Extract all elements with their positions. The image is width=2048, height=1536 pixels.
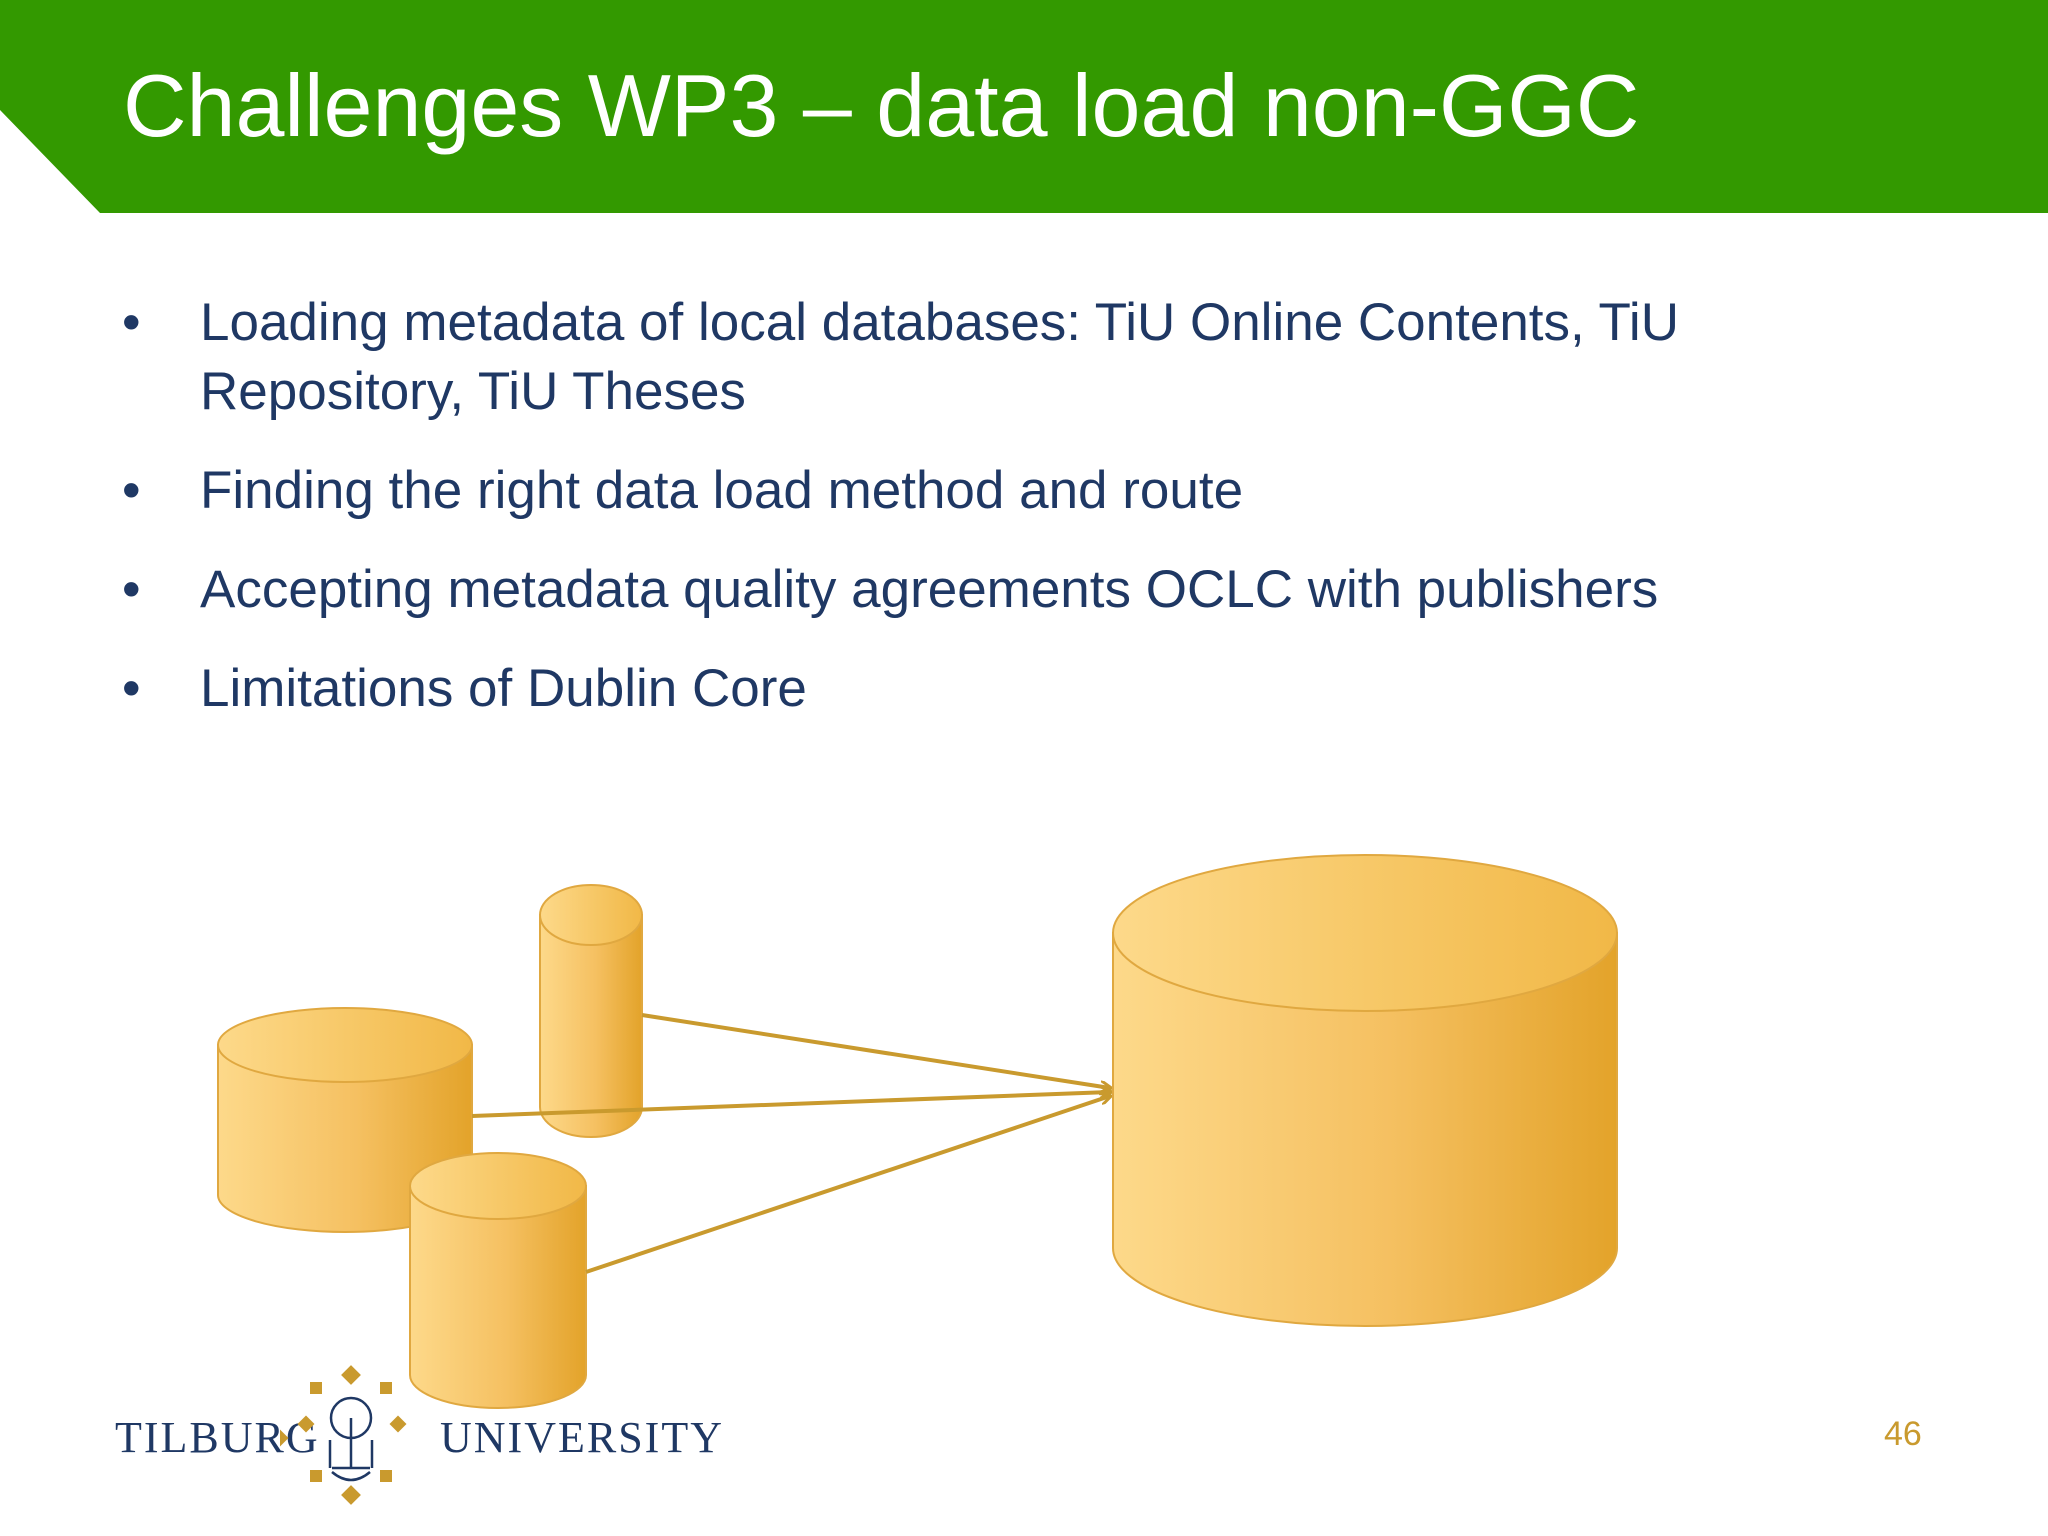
header-banner [0, 0, 2048, 213]
database-cylinder-icon [409, 1152, 587, 1409]
bullet-item: • Limitations of Dublin Core [120, 654, 1920, 723]
bullet-text: Loading metadata of local databases: TiU… [200, 293, 1679, 421]
database-cylinder-icon [217, 1007, 473, 1233]
bullet-item: • Loading metadata of local databases: T… [120, 288, 1920, 426]
slide-title: Challenges WP3 – data load non-GGC [123, 56, 1640, 155]
database-cylinder-icon [1112, 854, 1618, 1327]
page-number: 46 [1884, 1415, 1922, 1453]
bullet-icon: • [122, 293, 141, 352]
database-diagram [217, 854, 1618, 1409]
tilburg-university-logo: TILBURG UNIVERSITY [110, 1360, 722, 1520]
bullet-icon: • [122, 560, 141, 619]
logo-word-right: UNIVERSITY [440, 1413, 724, 1462]
bullet-list: • Loading metadata of local databases: T… [120, 288, 1920, 753]
bullet-icon: • [122, 461, 141, 520]
slide-header: Challenges WP3 – data load non-GGC [0, 0, 2048, 213]
bullet-text: Accepting metadata quality agreements OC… [200, 560, 1659, 619]
bullet-text: Finding the right data load method and r… [200, 461, 1244, 520]
university-emblem-icon [280, 1365, 407, 1505]
bullet-item: • Finding the right data load method and… [120, 456, 1920, 525]
bullet-icon: • [122, 659, 141, 718]
data-flow-arrows [471, 1013, 1110, 1274]
database-cylinder-icon [539, 884, 643, 1138]
bullet-text: Limitations of Dublin Core [200, 659, 807, 718]
bullet-item: • Accepting metadata quality agreements … [120, 555, 1920, 624]
